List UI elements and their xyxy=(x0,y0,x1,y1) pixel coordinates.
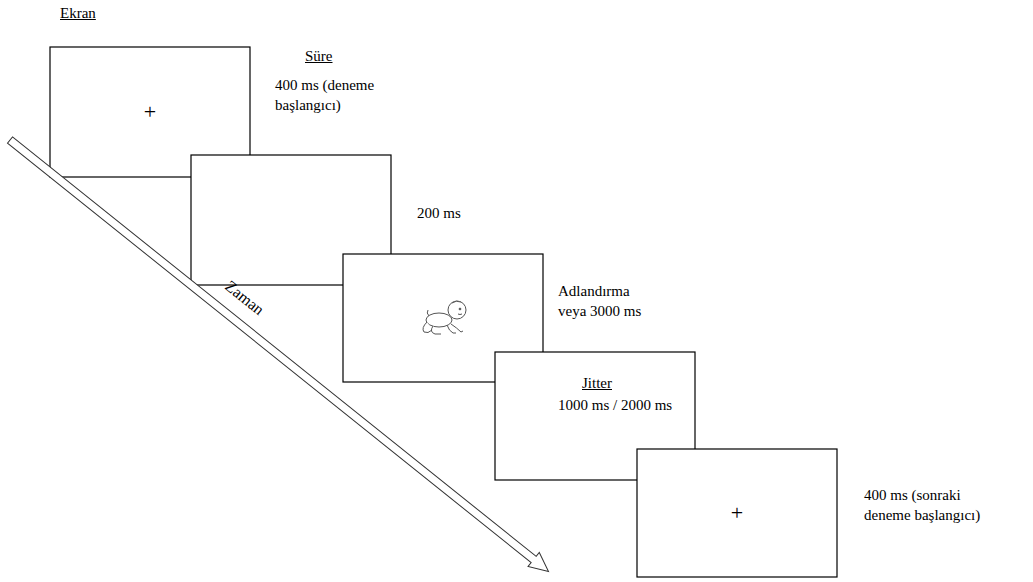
timing-label: Ekran xyxy=(60,4,96,24)
fixation-cross: + xyxy=(144,101,156,123)
screen-frame xyxy=(637,449,837,577)
timing-label: 400 ms (deneme başlangıcı) xyxy=(275,76,393,115)
baby-illustration xyxy=(423,301,466,334)
timing-label: 200 ms xyxy=(417,204,461,224)
timing-label: 400 ms (sonraki deneme başlangıcı) xyxy=(864,486,989,525)
timing-label: Adlandırma veya 3000 ms xyxy=(558,282,653,321)
time-arrow xyxy=(4,133,554,578)
timing-label: Süre xyxy=(305,47,333,67)
fixation-screen: + xyxy=(637,449,837,577)
fixation-screen: + xyxy=(50,47,250,177)
timing-label: 1000 ms / 2000 ms xyxy=(558,396,672,416)
timing-label: Jitter xyxy=(582,374,612,394)
fixation-cross: + xyxy=(731,502,743,524)
